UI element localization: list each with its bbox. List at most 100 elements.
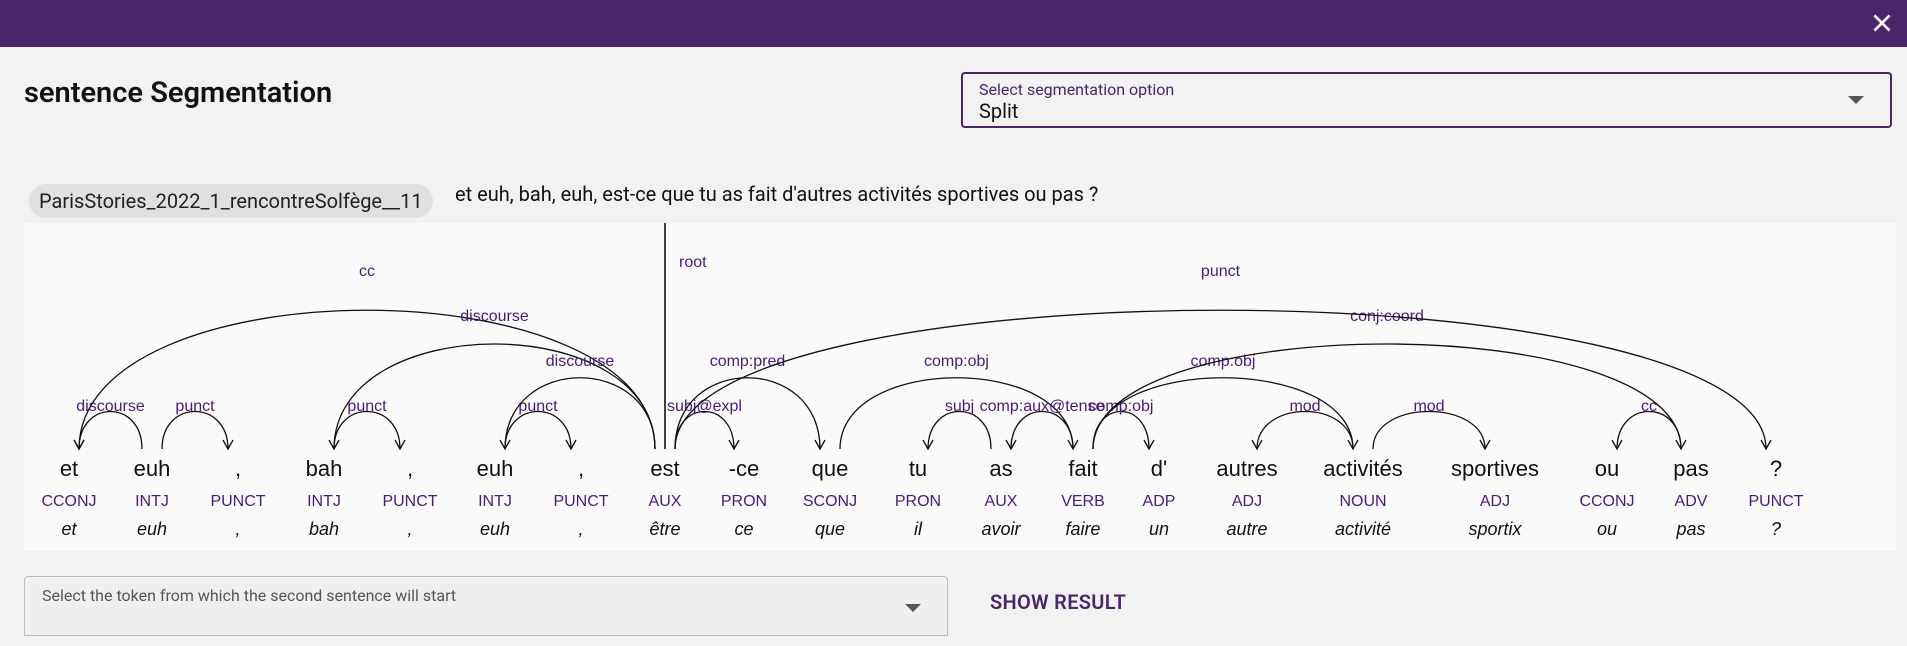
arc-arrowhead (922, 439, 934, 451)
dependency-arc (674, 411, 735, 450)
token-form[interactable]: est (650, 456, 679, 481)
root-label: root (679, 254, 707, 271)
dependency-arc (333, 411, 401, 450)
token-lemma: un (1149, 519, 1169, 539)
sentence-id-chip: ParisStories_2022_1_rencontreSolfège__11 (29, 184, 433, 218)
token-form[interactable]: d' (1151, 456, 1167, 481)
relation-label: discourse (460, 308, 529, 325)
token-form[interactable]: que (812, 456, 849, 481)
arc-arrowhead (728, 439, 740, 451)
chevron-down-icon (1848, 96, 1864, 104)
relation-label: subj@expl (667, 398, 742, 415)
token-upos: ADV (1675, 493, 1708, 510)
token-lemma: avoir (981, 519, 1021, 539)
token-form[interactable]: sportives (1451, 456, 1539, 481)
relation-label: cc (359, 263, 375, 280)
token-form[interactable]: euh (477, 456, 514, 481)
arc-arrowhead (565, 439, 577, 451)
dependency-arc (1092, 343, 1682, 450)
arc-arrowhead (1143, 439, 1155, 451)
dependency-arc (674, 309, 1767, 450)
relation-label: mod (1289, 398, 1320, 415)
dependency-arc (927, 411, 992, 450)
dependency-arc (78, 411, 143, 450)
sentence-text: et euh, bah, euh, est-ce que tu as fait … (455, 182, 1099, 206)
close-icon[interactable] (1869, 10, 1895, 36)
arc-arrowhead (814, 439, 826, 451)
token-lemma: euh (137, 519, 167, 539)
token-form[interactable]: , (235, 456, 241, 481)
relation-label: punct (518, 398, 558, 415)
token-form[interactable]: euh (134, 456, 171, 481)
token-lemma: sportix (1468, 519, 1522, 539)
token-form[interactable]: activités (1323, 456, 1402, 481)
segmentation-option-label: Select segmentation option (979, 80, 1175, 99)
token-lemma: et (61, 519, 77, 539)
relation-label: comp:obj (924, 353, 989, 370)
token-upos: ADJ (1232, 493, 1262, 510)
token-upos: ADP (1143, 493, 1176, 510)
token-form[interactable]: as (989, 456, 1012, 481)
second-sentence-start-select[interactable]: Select the token from which the second s… (24, 576, 948, 636)
token-lemma: ? (1771, 519, 1781, 539)
dependency-arc (1372, 411, 1486, 450)
relation-label: comp:obj (1089, 398, 1154, 415)
dependency-arc (504, 411, 572, 450)
relation-label: mod (1413, 398, 1444, 415)
relation-label: discourse (546, 353, 615, 370)
dependency-arc (674, 377, 821, 450)
page-title: sentence Segmentation (24, 76, 333, 110)
token-form[interactable]: , (578, 456, 584, 481)
token-form[interactable]: bah (306, 456, 343, 481)
token-upos: VERB (1061, 493, 1105, 510)
arc-arrowhead (1611, 439, 1623, 451)
token-lemma: faire (1065, 519, 1100, 539)
token-form[interactable]: ? (1770, 456, 1782, 481)
relation-label: subj (945, 398, 974, 415)
segmentation-option-select[interactable]: Select segmentation option Split (961, 72, 1892, 128)
dependency-arc (161, 411, 229, 450)
token-upos: AUX (985, 493, 1018, 510)
token-lemma: être (649, 519, 680, 539)
token-form[interactable]: -ce (729, 456, 760, 481)
arc-arrowhead (1251, 439, 1263, 451)
token-lemma: , (235, 519, 240, 539)
segmentation-option-value: Split (979, 99, 1019, 123)
arc-arrowhead (73, 439, 85, 451)
token-upos: PRON (721, 493, 767, 510)
token-lemma: que (815, 519, 845, 539)
token-upos: PUNCT (382, 493, 437, 510)
relation-label: punct (175, 398, 215, 415)
token-lemma: euh (480, 519, 510, 539)
dependency-arc (839, 377, 1074, 450)
arc-arrowhead (222, 439, 234, 451)
token-form[interactable]: , (407, 456, 413, 481)
relation-label: comp:pred (710, 353, 786, 370)
token-lemma: pas (1675, 519, 1705, 539)
token-form[interactable]: pas (1673, 456, 1708, 481)
dependency-arc (1092, 411, 1150, 450)
arc-arrowhead (1005, 439, 1017, 451)
token-form[interactable]: et (60, 456, 78, 481)
token-upos: INTJ (478, 493, 512, 510)
token-upos: CCONJ (41, 493, 96, 510)
relation-label: punct (347, 398, 387, 415)
dependency-arc (1256, 410, 1354, 450)
token-upos: PUNCT (1748, 493, 1803, 510)
token-upos: AUX (649, 493, 682, 510)
token-upos: PRON (895, 493, 941, 510)
token-form[interactable]: tu (909, 456, 927, 481)
arc-arrowhead (1760, 439, 1772, 451)
show-result-button[interactable]: SHOW RESULT (990, 590, 1127, 614)
token-form[interactable]: autres (1216, 456, 1277, 481)
token-lemma: ou (1597, 519, 1617, 539)
relation-label: punct (1201, 263, 1241, 280)
dependency-arc (504, 377, 656, 450)
token-upos: ADJ (1480, 493, 1510, 510)
token-form[interactable]: ou (1595, 456, 1619, 481)
token-lemma: activité (1335, 519, 1391, 539)
token-lemma: autre (1226, 519, 1267, 539)
token-form[interactable]: fait (1068, 456, 1097, 481)
arc-arrowhead (394, 439, 406, 451)
token-lemma: , (578, 519, 583, 539)
